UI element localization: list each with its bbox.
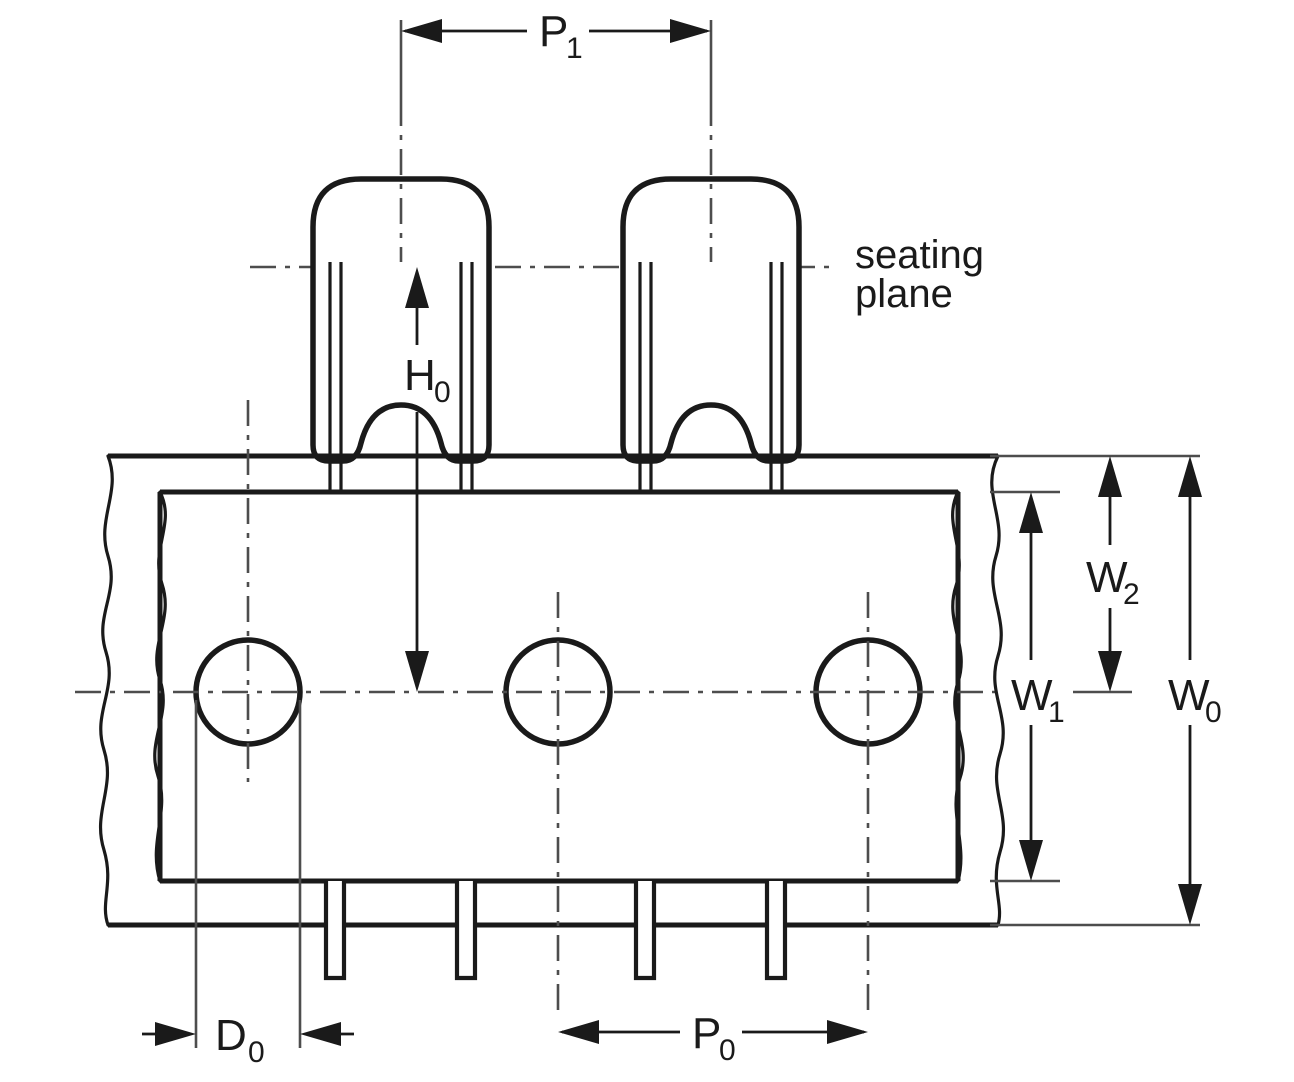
- dimension-label-W0-subscript: 0: [1205, 696, 1222, 729]
- dimension-W2: W 2: [1086, 456, 1140, 692]
- dimension-label-W2-symbol: W: [1086, 553, 1128, 602]
- arrowhead-W0-bottom: [1178, 884, 1202, 925]
- dimension-label-W2-subscript: 2: [1123, 578, 1140, 611]
- lead-stubs: [323, 881, 788, 981]
- dimension-label-W1-symbol: W: [1011, 671, 1053, 720]
- dimension-label-W0-symbol: W: [1168, 671, 1210, 720]
- seating-plane-annotation: seating plane: [855, 233, 984, 316]
- seating-plane-label-line2: plane: [855, 272, 953, 316]
- dimension-label-P1-symbol: P: [539, 7, 568, 56]
- arrowhead-P1-right: [670, 19, 711, 43]
- arrowhead-H0-top: [405, 267, 429, 308]
- dimension-label-H0-subscript: 0: [434, 376, 451, 409]
- dimension-W0: W 0: [1168, 456, 1222, 925]
- right-extension-lines: [990, 454, 1200, 927]
- arrowhead-D0-right: [300, 1022, 341, 1046]
- arrowhead-D0-left: [155, 1022, 196, 1046]
- break-line-right-inner: [951, 490, 965, 883]
- dimension-label-P0-symbol: P: [692, 1009, 721, 1058]
- dimension-label-P0-subscript: 0: [719, 1034, 736, 1067]
- dimension-label-W1-subscript: 1: [1048, 696, 1065, 729]
- arrowhead-W0-top: [1178, 456, 1202, 497]
- dimension-label-H0-symbol: H: [404, 351, 436, 400]
- dimension-label-D0-symbol: D: [215, 1011, 247, 1060]
- dimension-P1: P 1: [399, 7, 713, 262]
- dimension-P0: P 0: [558, 1009, 868, 1067]
- arrowhead-W2-bottom: [1098, 651, 1122, 692]
- arrowhead-W1-bottom: [1019, 840, 1043, 881]
- arrowhead-P1-left: [401, 19, 442, 43]
- seating-plane-label-line1: seating: [855, 233, 984, 277]
- arrowhead-P0-left: [558, 1020, 599, 1044]
- hole-vertical-centerlines: [246, 400, 870, 1012]
- arrowhead-W2-top: [1098, 456, 1122, 497]
- break-line-right-outer: [990, 454, 1006, 927]
- dimension-W1: W 1: [1011, 492, 1065, 881]
- break-line-left-inner: [153, 490, 167, 883]
- carrier-tape-outer-edge: [108, 453, 998, 928]
- dimension-label-D0-subscript: 0: [248, 1036, 265, 1069]
- arrowhead-H0-bottom: [405, 651, 429, 692]
- dimension-label-P1-subscript: 1: [566, 32, 583, 65]
- dimension-H0: H 0: [404, 267, 451, 692]
- dimension-D0: D 0: [142, 700, 354, 1069]
- arrowhead-P0-right: [827, 1020, 868, 1044]
- arrowhead-W1-top: [1019, 492, 1043, 533]
- break-line-left-outer: [98, 454, 114, 927]
